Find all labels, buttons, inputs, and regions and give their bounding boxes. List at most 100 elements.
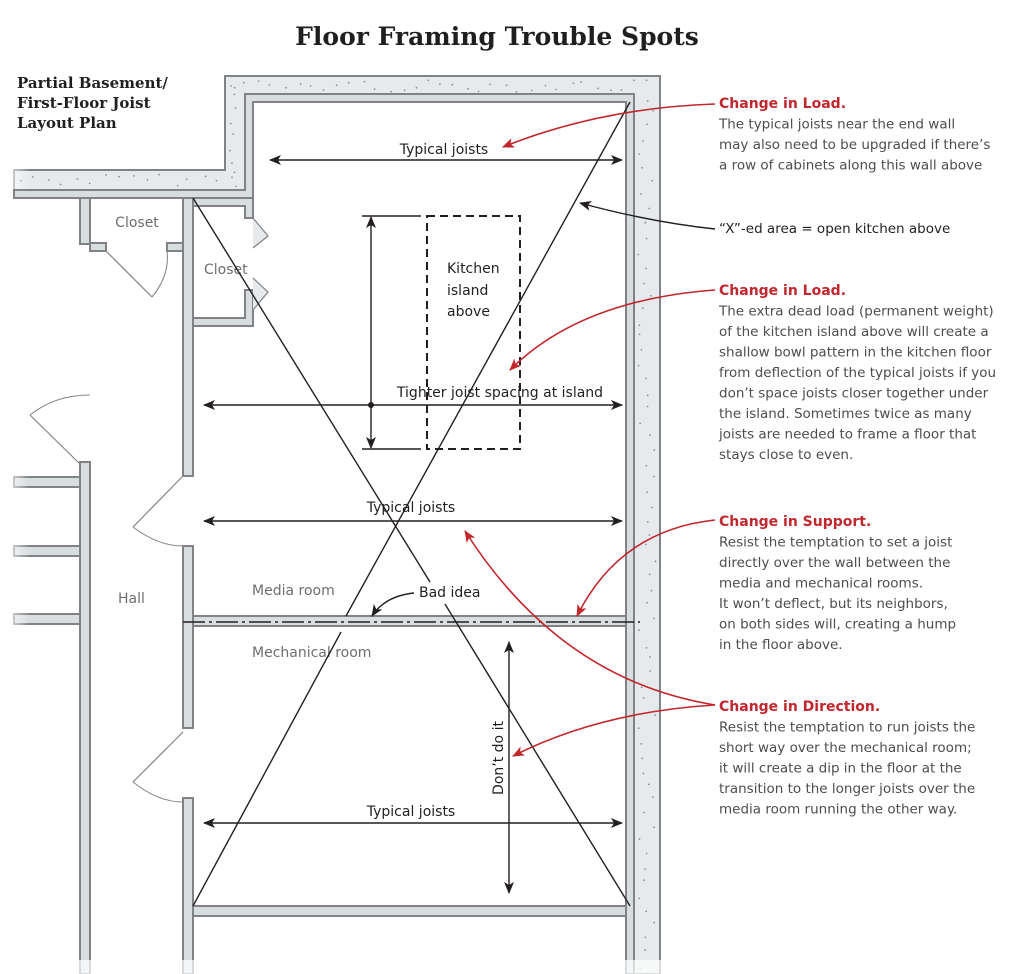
callout-line: it will create a dip in the floor at the	[719, 761, 962, 777]
stipple-dot	[637, 727, 640, 730]
diagram-title: Floor Framing Trouble Spots	[295, 22, 699, 51]
stipple-dot	[650, 294, 652, 297]
stipple-dot	[638, 153, 641, 156]
triangle-line-right	[444, 603, 631, 907]
x-line-2	[345, 101, 631, 617]
stipple-dot	[515, 91, 518, 93]
stipple-dot	[233, 171, 236, 174]
callout-leader-island	[509, 289, 716, 371]
stipple-dot	[640, 193, 642, 195]
stipple-dot	[637, 253, 640, 256]
stipple-dot	[649, 434, 651, 436]
stipple-dot	[645, 543, 647, 546]
x-line-1	[192, 197, 431, 583]
stipple-dot	[649, 656, 651, 658]
stipple-dot	[640, 348, 643, 351]
typical-joists-label-bottom: Typical joists	[366, 804, 455, 820]
stipple-dot	[651, 506, 654, 509]
triangle-line-left	[192, 631, 342, 907]
callout-line: short way over the mechanical room;	[719, 740, 972, 756]
stipple-dot	[234, 107, 237, 109]
kitchen-island-outline	[426, 215, 521, 450]
callout-line: media room running the other way.	[719, 802, 957, 818]
stipple-dot	[637, 364, 640, 367]
typical-joists-label-top: Typical joists	[399, 142, 488, 158]
kitchen-island-line: island	[447, 283, 488, 299]
stipple-dot	[639, 422, 642, 425]
callout-line: transition to the longer joists over the	[719, 781, 975, 797]
stipple-dot	[653, 449, 656, 451]
stipple-dot	[233, 93, 236, 96]
stipple-dot	[653, 475, 655, 478]
callout-line: The typical joists near the end wall	[718, 117, 955, 133]
stipple-dot	[640, 686, 643, 689]
stipple-dot	[390, 90, 393, 93]
callout-line: Resist the temptation to set a joist	[719, 535, 952, 551]
stipple-dot	[477, 90, 480, 93]
callout-heading: Change in Direction.	[719, 699, 880, 715]
room-label-mechanical: Mechanical room	[252, 645, 371, 661]
subtitle-line: Partial Basement/	[17, 74, 168, 92]
stipple-dot	[638, 838, 641, 840]
callout-line: from deflection of the typical joists if…	[719, 365, 996, 381]
stipple-dot	[373, 88, 376, 91]
stipple-dot	[653, 617, 655, 620]
stipple-dot	[427, 79, 430, 82]
stipple-dot	[118, 175, 120, 178]
callout-leader-direction-1	[464, 530, 716, 706]
callout-line: directly over the wall between the	[719, 555, 950, 571]
doors	[29, 217, 269, 803]
stipple-dot	[650, 589, 653, 592]
stipple-dot	[649, 670, 652, 672]
stipple-dot	[505, 84, 508, 87]
room-label-hall: Hall	[118, 591, 145, 607]
callout-line: “X”-ed area = open kitchen above	[719, 221, 950, 237]
stipple-dot	[642, 772, 645, 775]
stipple-dot	[285, 86, 287, 89]
stipple-dot	[645, 910, 648, 913]
callout-leader-support	[576, 519, 716, 617]
stipple-dot	[231, 176, 233, 179]
foundation-wall	[0, 75, 661, 974]
stipple-dot	[489, 83, 491, 86]
stipple-dot	[268, 84, 271, 86]
stipple-dot	[215, 179, 218, 182]
callout-line: stays close to even.	[719, 447, 853, 463]
kitchen-island-label: Kitchen island above	[447, 261, 504, 320]
stipple-dot	[233, 86, 236, 89]
stipple-dot	[644, 221, 647, 224]
stipple-dot	[645, 647, 648, 649]
callout-leader-x-area	[579, 201, 716, 230]
stipple-dot	[597, 87, 600, 90]
stipple-dot	[530, 89, 533, 92]
stipple-dot	[229, 122, 232, 125]
stipple-dot	[31, 176, 34, 178]
plan-subtitle: Partial Basement/ First-Floor Joist Layo…	[17, 74, 173, 132]
stipple-dot	[633, 79, 635, 82]
callouts: Change in Load. The typical joists near t…	[718, 96, 996, 818]
stipple-dot	[415, 86, 418, 89]
tighter-spacing-label: Tighter joist spacing at island	[396, 385, 603, 401]
stipple-dot	[646, 100, 649, 102]
callout-line: a row of cabinets along this wall above	[719, 158, 982, 174]
stipple-dot	[644, 949, 646, 952]
stipple-dot	[403, 89, 406, 92]
stipple-dot	[646, 521, 649, 523]
stipple-dot	[105, 174, 107, 176]
stipple-dot	[47, 179, 50, 182]
stipple-dot	[646, 405, 649, 408]
callout-line: The extra dead load (permanent weight)	[718, 304, 994, 320]
stipple-dot	[638, 324, 641, 327]
stipple-dot	[641, 166, 643, 169]
stipple-dot	[231, 162, 233, 165]
stipple-dot	[642, 140, 644, 142]
callout-1: “X”-ed area = open kitchen above	[719, 221, 950, 237]
stipple-dot	[242, 81, 245, 84]
stipple-dot	[654, 560, 657, 563]
stipple-dot	[644, 936, 647, 939]
stipple-dot	[641, 757, 644, 760]
callout-heading: Change in Load.	[719, 96, 846, 112]
stipple-dot	[544, 84, 547, 87]
stipple-dot	[653, 921, 656, 924]
stipple-dot	[554, 88, 557, 91]
